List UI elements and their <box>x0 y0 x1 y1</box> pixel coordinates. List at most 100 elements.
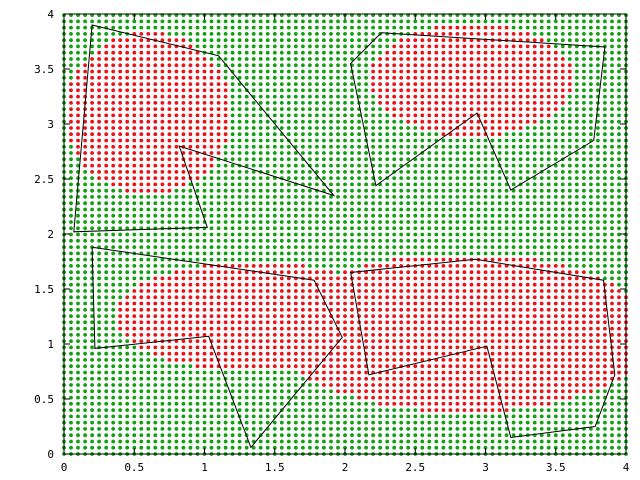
point-outside <box>322 144 326 149</box>
point-outside <box>378 170 382 174</box>
point-outside <box>125 364 130 369</box>
point-inside <box>448 333 453 337</box>
point-inside <box>546 289 551 293</box>
point-outside <box>181 370 186 375</box>
point-outside <box>532 232 537 237</box>
point-outside <box>420 226 425 231</box>
point-inside <box>153 182 158 187</box>
point-inside <box>539 38 544 43</box>
point-outside <box>132 238 137 243</box>
point-inside <box>420 88 425 93</box>
point-inside <box>490 88 495 93</box>
point-outside <box>350 401 354 406</box>
point-inside <box>532 38 537 43</box>
point-outside <box>378 44 382 49</box>
point-inside <box>364 276 368 281</box>
point-inside <box>195 88 200 93</box>
point-inside <box>462 333 467 337</box>
point-inside <box>385 339 390 343</box>
point-outside <box>371 213 375 218</box>
point-outside <box>258 57 263 61</box>
point-inside <box>146 69 151 74</box>
point-inside <box>279 270 284 275</box>
point-outside <box>132 433 137 438</box>
point-inside <box>504 270 509 275</box>
point-inside <box>518 314 523 318</box>
point-inside <box>539 307 544 312</box>
point-outside <box>539 163 544 168</box>
point-inside <box>125 38 130 43</box>
point-inside <box>69 107 73 111</box>
point-inside <box>125 314 130 318</box>
point-outside <box>251 101 256 105</box>
point-inside <box>132 50 137 55</box>
point-outside <box>406 132 411 137</box>
point-outside <box>406 414 411 419</box>
point-outside <box>455 433 460 438</box>
point-outside <box>525 170 530 174</box>
point-inside <box>160 307 165 312</box>
point-inside <box>315 345 319 350</box>
point-inside <box>308 282 312 287</box>
point-outside <box>104 333 109 337</box>
point-outside <box>343 170 347 174</box>
point-inside <box>385 264 390 268</box>
point-inside <box>455 88 460 93</box>
point-outside <box>497 427 502 431</box>
point-inside <box>434 38 439 43</box>
point-outside <box>76 395 80 400</box>
point-inside <box>230 345 235 350</box>
point-outside <box>336 264 340 268</box>
point-outside <box>251 132 256 137</box>
point-inside <box>146 314 151 318</box>
point-inside <box>188 144 193 149</box>
point-inside <box>202 326 207 331</box>
point-inside <box>167 163 172 168</box>
point-outside <box>301 157 305 162</box>
point-inside <box>125 138 130 143</box>
point-outside <box>399 245 404 250</box>
point-outside <box>434 19 439 24</box>
point-outside <box>216 420 221 425</box>
point-outside <box>293 88 298 93</box>
point-outside <box>539 201 544 206</box>
point-inside <box>139 88 144 93</box>
point-inside <box>553 295 558 300</box>
point-outside <box>265 63 270 68</box>
point-outside <box>490 251 495 256</box>
point-outside <box>301 144 305 149</box>
point-inside <box>427 301 432 306</box>
point-outside <box>385 119 390 124</box>
point-outside <box>532 182 537 187</box>
point-inside <box>511 113 516 118</box>
point-inside <box>434 351 439 356</box>
point-outside <box>350 257 354 262</box>
point-outside <box>525 157 530 162</box>
point-inside <box>174 107 179 111</box>
point-outside <box>258 414 263 419</box>
point-outside <box>364 220 368 224</box>
point-inside <box>434 389 439 394</box>
point-outside <box>392 445 397 450</box>
point-inside <box>139 176 144 181</box>
point-outside <box>174 427 179 431</box>
point-inside <box>392 364 397 369</box>
point-outside <box>322 232 326 237</box>
point-inside <box>385 82 390 86</box>
point-inside <box>469 57 474 61</box>
point-outside <box>378 420 382 425</box>
point-outside <box>258 220 263 224</box>
point-outside <box>90 326 94 331</box>
point-inside <box>97 82 101 86</box>
point-outside <box>293 201 298 206</box>
point-outside <box>427 201 432 206</box>
point-inside <box>293 307 298 312</box>
point-outside <box>279 232 284 237</box>
point-inside <box>385 314 390 318</box>
point-outside <box>434 163 439 168</box>
point-inside <box>539 351 544 356</box>
point-outside <box>357 201 361 206</box>
point-outside <box>258 82 263 86</box>
point-outside <box>329 69 333 74</box>
point-inside <box>539 282 544 287</box>
